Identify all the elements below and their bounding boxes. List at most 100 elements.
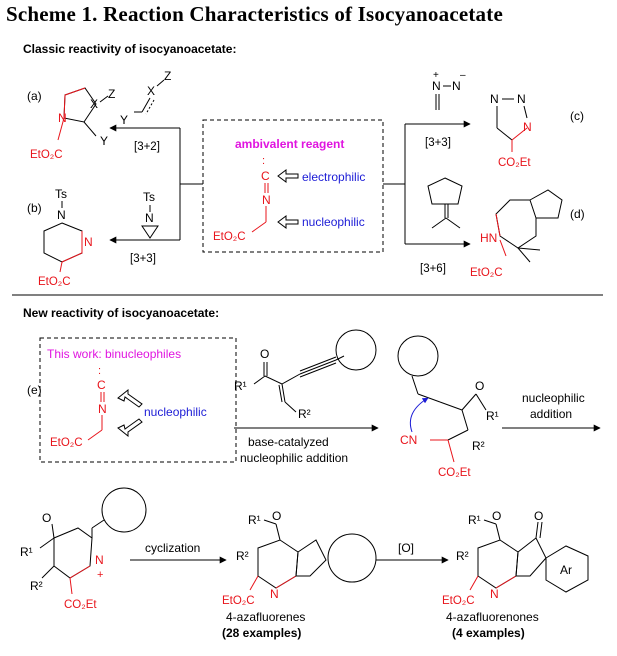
- svg-text:(28 examples): (28 examples): [222, 626, 301, 640]
- reaction-a-substrate: X Z Y: [120, 69, 171, 127]
- new-heading: New reactivity of isocyanoacetate:: [23, 306, 220, 320]
- svg-text:N: N: [270, 587, 279, 601]
- arrow-d-label: [3+6]: [420, 263, 446, 275]
- ambivalent-box: [202, 119, 384, 253]
- reaction-c-diazo: N + N –: [432, 70, 466, 110]
- svg-text:CO₂Et: CO₂Et: [64, 599, 97, 611]
- svg-text:HN: HN: [480, 231, 497, 245]
- azafluorene: R¹ O N R² EtO₂C 4-azafluorenes (28 examp…: [222, 509, 377, 640]
- svg-text:R¹: R¹: [20, 545, 33, 559]
- svg-text:CO₂Et: CO₂Et: [438, 467, 471, 479]
- svg-text:N: N: [523, 120, 532, 134]
- svg-text:O: O: [260, 347, 269, 361]
- svg-text:R²: R²: [298, 407, 311, 421]
- binucleophile-box: [39, 337, 237, 463]
- reaction-b-product: Ts N N EtO₂C: [38, 187, 93, 288]
- svg-text:N: N: [95, 553, 104, 567]
- center-ester: EtO₂C: [213, 231, 246, 243]
- reaction-a-product: N X Z Y EtO₂C: [30, 87, 115, 161]
- arrow-base-line2: nucleophilic addition: [240, 451, 348, 465]
- electrophilic-label: electrophilic: [302, 170, 365, 184]
- svg-text:Z: Z: [108, 87, 115, 101]
- arrow-a-label: [3+2]: [134, 141, 160, 153]
- reaction-d-fulvene: [427, 177, 463, 229]
- svg-text:4-azafluorenes: 4-azafluorenes: [226, 610, 305, 624]
- label-d: (d): [570, 207, 585, 221]
- reaction-d-product: HN EtO₂C: [470, 189, 563, 279]
- svg-text:N: N: [98, 402, 107, 416]
- svg-text:N: N: [490, 587, 499, 601]
- arrow-b-label: [3+3]: [130, 253, 156, 265]
- svg-text::: :: [98, 365, 101, 377]
- scheme-title: Scheme 1. Reaction Characteristics of Is…: [6, 2, 503, 26]
- box-e-ester: EtO₂C: [50, 437, 83, 449]
- reaction-b-aziridine: Ts N: [141, 190, 159, 239]
- svg-text:EtO₂C: EtO₂C: [222, 595, 255, 607]
- label-e: (e): [27, 383, 42, 397]
- cyclic-intermediate: O R¹ N + R² CO₂Et: [20, 487, 147, 611]
- ambivalent-title: ambivalent reagent: [235, 137, 344, 151]
- svg-text:N: N: [84, 235, 93, 249]
- svg-text:EtO₂C: EtO₂C: [30, 149, 63, 161]
- arrow-base-line1: base-catalyzed: [248, 435, 329, 449]
- svg-text:O: O: [475, 379, 484, 393]
- svg-text:N: N: [57, 208, 66, 222]
- svg-text:X: X: [90, 97, 98, 111]
- svg-text:N: N: [452, 79, 461, 93]
- label-a: (a): [27, 89, 42, 103]
- svg-text:O: O: [272, 509, 281, 523]
- arrow-cyclization-label: cyclization: [145, 541, 200, 555]
- enynone: O R¹ R²: [234, 329, 377, 421]
- svg-text:–: –: [460, 70, 466, 81]
- svg-text:R²: R²: [472, 439, 485, 453]
- svg-text:N: N: [58, 111, 67, 125]
- svg-text:N: N: [517, 92, 526, 106]
- label-b: (b): [27, 201, 42, 215]
- svg-text:EtO₂C: EtO₂C: [470, 267, 503, 279]
- binucleophile-title: This work: binucleophiles: [47, 347, 181, 361]
- svg-text:Y: Y: [120, 113, 128, 127]
- svg-text:Ar: Ar: [560, 563, 572, 577]
- svg-text:EtO₂C: EtO₂C: [442, 595, 475, 607]
- svg-text:C: C: [97, 378, 106, 392]
- svg-text:O: O: [42, 511, 51, 525]
- arrow-c-label: [3+3]: [425, 137, 451, 149]
- arrow-nuc-line2: addition: [530, 407, 572, 421]
- svg-text:N: N: [262, 193, 271, 207]
- svg-text:Ts: Ts: [55, 187, 67, 201]
- svg-text:Y: Y: [100, 134, 108, 148]
- nucleophilic-label: nucleophilic: [302, 215, 365, 229]
- box-e-nucleophilic: nucleophilic: [144, 405, 207, 419]
- svg-text:EtO₂C: EtO₂C: [38, 276, 71, 288]
- allene-intermediate: O R¹ R² CN CO₂Et: [397, 335, 499, 479]
- svg-text:R¹: R¹: [468, 513, 481, 527]
- isocyanoacetate-box-e: : C N EtO₂C: [50, 365, 107, 449]
- svg-text:N: N: [145, 211, 154, 225]
- classic-heading: Classic reactivity of isocyanoacetate:: [23, 42, 237, 56]
- svg-text:CO₂Et: CO₂Et: [498, 157, 531, 169]
- svg-text:Ts: Ts: [143, 190, 155, 204]
- svg-text::: :: [262, 155, 265, 167]
- svg-text:R²: R²: [456, 549, 469, 563]
- svg-text:R¹: R¹: [248, 513, 261, 527]
- svg-text:+: +: [97, 569, 103, 581]
- svg-text:O: O: [534, 509, 543, 523]
- svg-text:Z: Z: [164, 69, 171, 83]
- label-c: (c): [570, 109, 584, 123]
- svg-text:C: C: [261, 169, 270, 183]
- svg-text:R²: R²: [30, 579, 43, 593]
- isocyanoacetate-center: : C N EtO₂C: [213, 155, 271, 243]
- svg-text:O: O: [492, 509, 501, 523]
- azafluorenone: R¹ O N R² EtO₂C O Ar 4-azafluorenones (4…: [442, 509, 589, 640]
- svg-text:R¹: R¹: [234, 379, 247, 393]
- svg-text:R¹: R¹: [486, 409, 499, 423]
- svg-text:+: +: [433, 70, 439, 81]
- svg-text:(4 examples): (4 examples): [452, 626, 525, 640]
- svg-text:N: N: [432, 79, 441, 93]
- arrow-nuc-line1: nucleophilic: [522, 391, 585, 405]
- reaction-c-product: N N N CO₂Et: [490, 92, 532, 169]
- svg-text:N: N: [490, 92, 499, 106]
- svg-text:4-azafluorenones: 4-azafluorenones: [446, 610, 539, 624]
- svg-text:CN: CN: [400, 433, 417, 447]
